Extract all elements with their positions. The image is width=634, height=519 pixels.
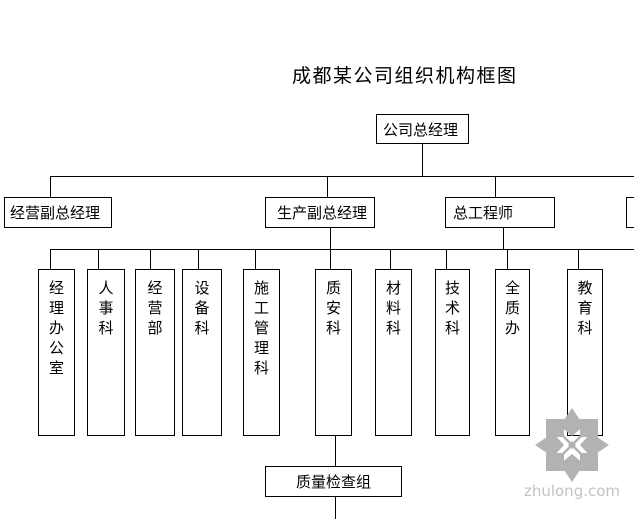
connector-line (330, 228, 331, 249)
connector-line (330, 249, 331, 269)
node-dept-operations: 经营部 (135, 269, 175, 436)
node-chief-engineer: 总工程师 (445, 197, 555, 228)
connector-line (335, 497, 336, 519)
node-quality-check-group: 质量检查组 (265, 466, 402, 497)
node-label: 经营部 (147, 279, 163, 337)
connector-line (327, 176, 328, 197)
node-dept-materials: 材料科 (375, 269, 412, 436)
connector-line (446, 249, 447, 269)
node-deputy-operations: 经营副总经理 (4, 197, 112, 228)
node-label: 公司总经理 (383, 120, 459, 139)
connector-line (390, 249, 391, 269)
node-label: 质量检查组 (295, 473, 371, 491)
connector-line (50, 176, 51, 197)
node-dept-technical: 技术科 (435, 269, 470, 436)
connector-line (98, 249, 99, 269)
node-dept-education: 教育科 (567, 269, 603, 436)
connector-line (495, 176, 496, 197)
connector-line (578, 249, 579, 269)
zhulong-logo-icon (535, 408, 609, 482)
node-label: 全质办 (504, 279, 520, 337)
node-label: 质安科 (325, 279, 341, 337)
zhulong-watermark-text: zhulong.com (523, 482, 621, 500)
node-partial-clipped (626, 197, 634, 228)
node-label: 施工管理科 (253, 279, 269, 377)
connector-line (255, 249, 256, 269)
connector-line (198, 249, 199, 269)
node-dept-personnel: 人事科 (87, 269, 125, 436)
node-label: 材料科 (385, 279, 401, 337)
node-label: 总工程师 (453, 204, 514, 222)
connector-line (503, 228, 504, 249)
connector-line (150, 249, 151, 269)
connector-line (50, 249, 51, 269)
node-dept-total-quality: 全质办 (495, 269, 530, 436)
connector-line (507, 249, 508, 269)
node-label: 经理办公室 (48, 279, 64, 377)
node-label: 人事科 (98, 279, 114, 337)
chart-title: 成都某公司组织机构框图 (292, 65, 518, 87)
node-label: 教育科 (577, 279, 593, 337)
node-label: 生产副总经理 (277, 204, 368, 222)
node-dept-manager-office: 经理办公室 (38, 269, 75, 436)
node-general-manager: 公司总经理 (376, 114, 469, 144)
node-label: 经营副总经理 (10, 204, 101, 222)
node-label: 设备科 (194, 279, 210, 337)
connector-line (422, 144, 423, 176)
node-dept-construction-mgmt: 施工管理科 (243, 269, 280, 436)
connector-line (50, 176, 634, 177)
node-dept-quality-safety: 质安科 (315, 269, 352, 436)
connector-line (50, 249, 634, 250)
connector-line (335, 436, 336, 466)
node-dept-equipment: 设备科 (182, 269, 222, 436)
node-deputy-production: 生产副总经理 (265, 197, 375, 228)
node-label: 技术科 (444, 279, 460, 337)
